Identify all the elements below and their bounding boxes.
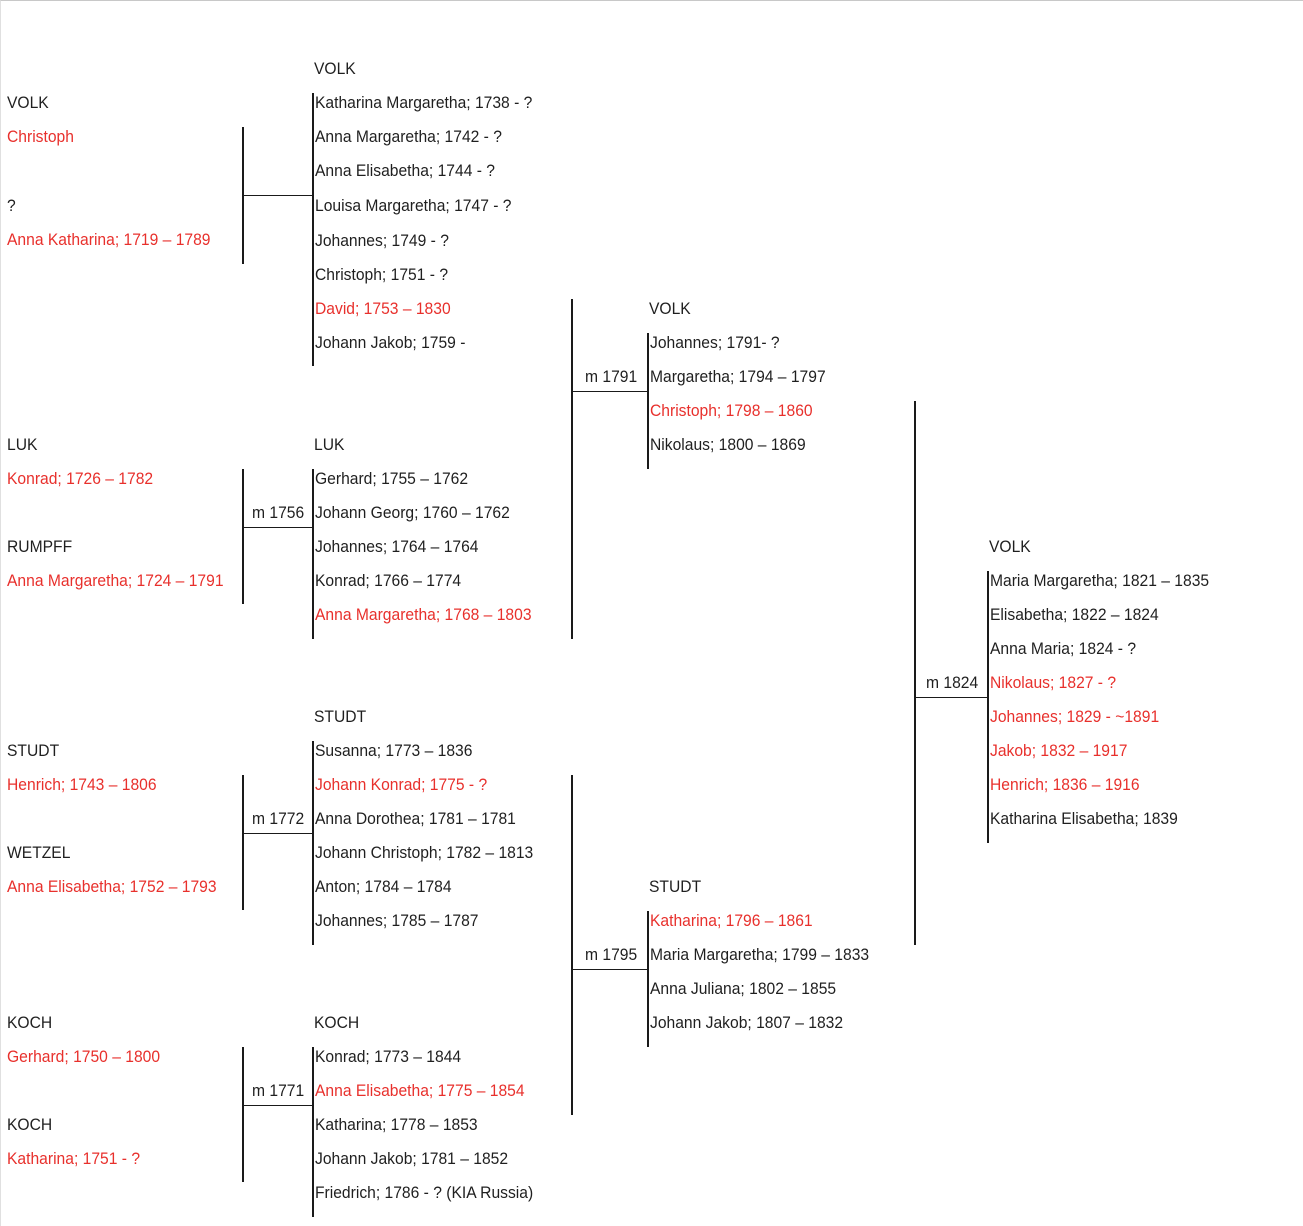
gp3-name: Henrich; 1743 – 1806 [7, 775, 157, 794]
child-entry: Johannes; 1764 – 1764 [315, 537, 479, 556]
gp2-spouse-surname: RUMPFF [7, 537, 73, 556]
couple-bracket-2 [242, 469, 244, 604]
child-entry: Anna Juliana; 1802 – 1855 [650, 979, 837, 998]
sibling-line [647, 333, 649, 469]
sibling-line [312, 93, 314, 366]
gp3-spouse-name: Anna Elisabetha; 1752 – 1793 [7, 877, 217, 896]
sibling-line [312, 1047, 314, 1217]
child-entry: Johann Jakob; 1807 – 1832 [650, 1013, 844, 1032]
child-entry-highlighted: Jakob; 1832 – 1917 [990, 741, 1128, 760]
child-entry: Gerhard; 1755 – 1762 [315, 469, 469, 488]
sibling-line [312, 741, 314, 945]
child-entry: Anton; 1784 – 1784 [315, 877, 452, 896]
child-entry: Maria Margaretha; 1799 – 1833 [650, 945, 870, 964]
couple-bracket-6 [571, 775, 573, 1115]
marriage-label-7: m 1824 [926, 673, 979, 692]
family-surname: LUK [314, 435, 345, 454]
child-entry: Katharina Margaretha; 1738 - ? [315, 93, 533, 112]
child-entry: Johannes; 1785 – 1787 [315, 911, 479, 930]
child-entry: Johannes; 1791- ? [650, 333, 780, 352]
child-entry: Friedrich; 1786 - ? (KIA Russia) [315, 1183, 534, 1202]
child-entry: Anna Dorothea; 1781 – 1781 [315, 809, 516, 828]
family-surname: VOLK [314, 59, 356, 78]
child-entry: Katharina; 1778 – 1853 [315, 1115, 478, 1134]
marriage-label-2: m 1756 [252, 503, 305, 522]
child-entry: Anna Elisabetha; 1744 - ? [315, 161, 496, 180]
couple-link-1 [243, 195, 313, 196]
child-entry: Christoph; 1751 - ? [315, 265, 449, 284]
couple-link-7 [915, 697, 988, 698]
child-entry-highlighted: Anna Margaretha; 1768 – 1803 [315, 605, 532, 624]
couple-link-4 [243, 1105, 313, 1106]
gp4-spouse-surname: KOCH [7, 1115, 53, 1134]
marriage-label-5: m 1791 [585, 367, 638, 386]
gp2-name: Konrad; 1726 – 1782 [7, 469, 154, 488]
couple-link-6 [572, 969, 649, 970]
child-entry-highlighted: Henrich; 1836 – 1916 [990, 775, 1140, 794]
child-entry: Maria Margaretha; 1821 – 1835 [990, 571, 1210, 590]
family-surname: KOCH [314, 1013, 360, 1032]
child-entry: Konrad; 1773 – 1844 [315, 1047, 462, 1066]
gp4-name: Gerhard; 1750 – 1800 [7, 1047, 161, 1066]
couple-link-5 [572, 391, 649, 392]
couple-bracket-5 [571, 299, 573, 639]
gp1-name: Christoph [7, 127, 74, 146]
child-entry-highlighted: Christoph; 1798 – 1860 [650, 401, 813, 420]
marriage-label-4: m 1771 [252, 1081, 305, 1100]
child-entry: Susanna; 1773 – 1836 [315, 741, 473, 760]
child-entry: Johann Jakob; 1781 – 1852 [315, 1149, 509, 1168]
gp3-spouse-surname: WETZEL [7, 843, 71, 862]
family-surname: VOLK [649, 299, 691, 318]
child-entry: Anna Maria; 1824 - ? [990, 639, 1137, 658]
gp4-surname: KOCH [7, 1013, 53, 1032]
family-surname: VOLK [989, 537, 1031, 556]
family-surname: STUDT [649, 877, 702, 896]
child-entry: Johannes; 1749 - ? [315, 231, 449, 250]
couple-link-2 [243, 527, 313, 528]
sibling-line [987, 571, 989, 843]
child-entry: Margaretha; 1794 – 1797 [650, 367, 826, 386]
child-entry: Katharina Elisabetha; 1839 [990, 809, 1178, 828]
child-entry: Johann Christoph; 1782 – 1813 [315, 843, 534, 862]
couple-link-3 [243, 833, 313, 834]
child-entry-highlighted: Katharina; 1796 – 1861 [650, 911, 813, 930]
child-entry: Konrad; 1766 – 1774 [315, 571, 462, 590]
child-entry-highlighted: Johann Konrad; 1775 - ? [315, 775, 488, 794]
child-entry-highlighted: Nikolaus; 1827 - ? [990, 673, 1117, 692]
gp2-surname: LUK [7, 435, 38, 454]
gp1-spouse-surname: ? [7, 196, 16, 215]
child-entry-highlighted: Johannes; 1829 - ~1891 [990, 707, 1160, 726]
child-entry: Johann Georg; 1760 – 1762 [315, 503, 510, 522]
marriage-label-3: m 1772 [252, 809, 305, 828]
child-entry: Elisabetha; 1822 – 1824 [990, 605, 1159, 624]
gp2-spouse-name: Anna Margaretha; 1724 – 1791 [7, 571, 224, 590]
gp1-spouse-name: Anna Katharina; 1719 – 1789 [7, 230, 211, 249]
sibling-line [312, 469, 314, 639]
gp1-surname: VOLK [7, 93, 49, 112]
child-entry-highlighted: David; 1753 – 1830 [315, 299, 451, 318]
child-entry: Louisa Margaretha; 1747 - ? [315, 196, 512, 215]
child-entry-highlighted: Anna Elisabetha; 1775 – 1854 [315, 1081, 525, 1100]
couple-bracket-7 [914, 401, 916, 945]
couple-bracket-3 [242, 775, 244, 910]
gp3-surname: STUDT [7, 741, 60, 760]
sibling-line [647, 911, 649, 1047]
gp4-spouse-name: Katharina; 1751 - ? [7, 1149, 141, 1168]
child-entry: Johann Jakob; 1759 - [315, 333, 466, 352]
couple-bracket-4 [242, 1047, 244, 1182]
family-surname: STUDT [314, 707, 367, 726]
child-entry: Anna Margaretha; 1742 - ? [315, 127, 502, 146]
child-entry: Nikolaus; 1800 – 1869 [650, 435, 806, 454]
marriage-label-6: m 1795 [585, 945, 638, 964]
